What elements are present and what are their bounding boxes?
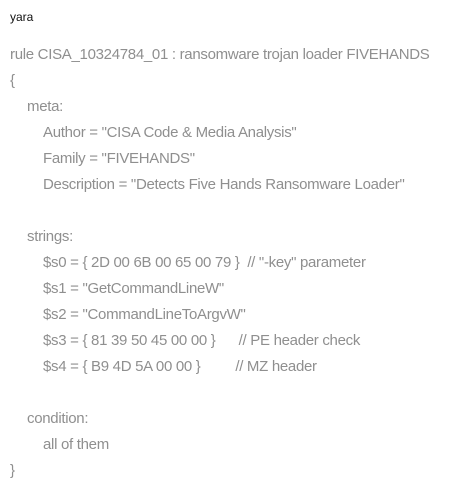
code-language-label: yara [10,10,34,24]
meta-section-label: meta: [27,98,64,115]
meta-family-line: Family = "FIVEHANDS" [43,150,195,167]
string-s2-line: $s2 = "CommandLineToArgvW" [43,306,246,323]
string-s4-line: $s4 = { B9 4D 5A 00 00 } // MZ header [43,358,317,375]
string-s0-line: $s0 = { 2D 00 6B 00 65 00 79 } // "-key"… [43,254,366,271]
condition-section-label: condition: [27,410,89,427]
rule-header-line: rule CISA_10324784_01 : ransomware troja… [10,46,430,63]
close-brace-line: } [10,462,15,479]
blank-line [0,198,461,224]
blank-line [0,380,461,406]
meta-author-line: Author = "CISA Code & Media Analysis" [43,124,297,141]
meta-description-line: Description = "Detects Five Hands Ransom… [43,176,405,193]
condition-expression-line: all of them [43,436,109,453]
code-block[interactable]: rule CISA_10324784_01 : ransomware troja… [0,42,461,484]
open-brace-line: { [10,72,15,89]
string-s3-line: $s3 = { 81 39 50 45 00 00 } // PE header… [43,332,361,349]
strings-section-label: strings: [27,228,73,245]
string-s1-line: $s1 = "GetCommandLineW" [43,280,224,297]
